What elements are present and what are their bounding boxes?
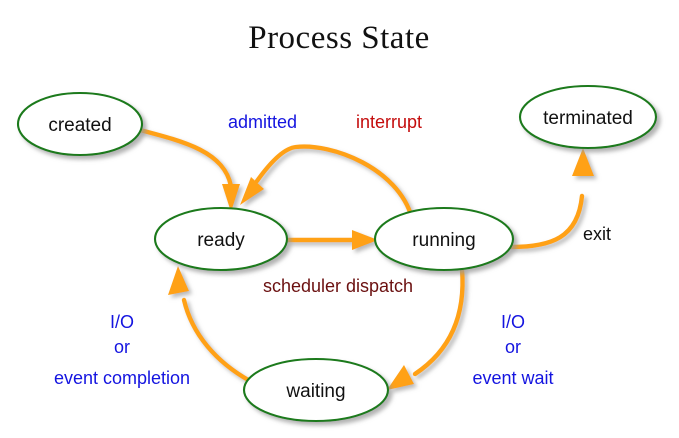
edge-interrupt-path	[254, 144, 415, 221]
edge-io-event-completion-arrowhead	[168, 266, 189, 295]
edge-exit	[508, 148, 594, 250]
node-waiting-label: waiting	[285, 381, 345, 402]
node-running-label: running	[412, 230, 475, 251]
node-created-label: created	[48, 115, 111, 136]
node-ready-label: ready	[197, 230, 245, 251]
node-created[interactable]: created	[16, 91, 144, 157]
edge-admitted-arrowhead	[222, 184, 240, 212]
node-terminated[interactable]: terminated	[518, 84, 658, 150]
edge-io-event-wait-arrowhead	[387, 365, 414, 390]
node-ready-ellipse[interactable]	[153, 206, 289, 272]
edge-scheduler-dispatch-arrowhead	[352, 230, 378, 250]
edge-label-exit: exit	[583, 224, 611, 244]
edge-label-io-completion-line2: or	[114, 337, 130, 357]
edge-admitted	[137, 127, 240, 212]
edge-label-scheduler-dispatch: scheduler dispatch	[263, 276, 413, 296]
edge-label-io-completion-line1: I/O	[110, 312, 134, 332]
edge-io-event-completion-path	[181, 297, 253, 384]
edge-label-io-event-wait: I/O or event wait	[472, 312, 553, 388]
edge-io-event-completion	[168, 266, 253, 384]
edge-exit-path	[508, 193, 585, 250]
node-running[interactable]: running	[373, 206, 515, 272]
edge-label-io-wait-line1: I/O	[501, 312, 525, 332]
edge-admitted-path	[137, 127, 234, 189]
node-created-ellipse[interactable]	[16, 91, 144, 157]
edge-io-event-wait-path	[412, 266, 465, 377]
edge-exit-arrowhead	[572, 148, 594, 176]
node-terminated-label: terminated	[543, 108, 633, 129]
node-terminated-ellipse[interactable]	[518, 84, 658, 150]
edge-io-event-wait	[387, 266, 465, 390]
edge-label-io-completion-line3: event completion	[54, 368, 190, 388]
edge-scheduler-dispatch	[285, 230, 378, 250]
edge-interrupt-arrowhead	[240, 177, 264, 205]
node-waiting[interactable]: waiting	[242, 357, 390, 423]
edge-label-io-wait-line2: or	[505, 337, 521, 357]
node-running-ellipse[interactable]	[373, 206, 515, 272]
edge-label-io-wait-line3: event wait	[472, 368, 553, 388]
edge-interrupt	[240, 144, 415, 221]
page-title: Process State	[248, 20, 430, 56]
edge-label-io-event-completion: I/O or event completion	[54, 312, 190, 388]
node-ready[interactable]: ready	[153, 206, 289, 272]
edge-label-admitted: admitted	[228, 112, 297, 132]
edge-label-interrupt: interrupt	[356, 112, 422, 132]
node-waiting-ellipse[interactable]	[242, 357, 390, 423]
